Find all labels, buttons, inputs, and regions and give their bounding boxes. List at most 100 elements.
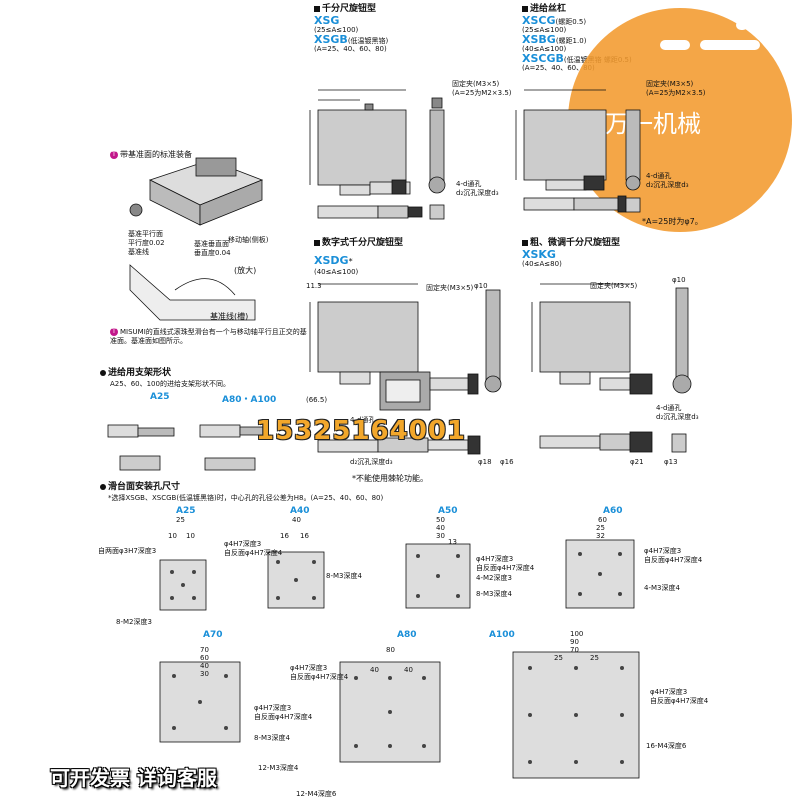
sec4-model: XSKG bbox=[522, 248, 556, 261]
bullet-dot-icon bbox=[100, 483, 106, 490]
sec3-model: XSDG bbox=[314, 254, 349, 267]
panel-a100-dim3: 70 bbox=[570, 646, 579, 654]
panel-a60-callout3: 4-M3深度4 bbox=[644, 584, 680, 592]
panel-a100-dim2: 90 bbox=[570, 638, 579, 646]
panel-a70-callout4: 12-M3深度4 bbox=[258, 764, 299, 772]
mount-note: *选择XSGB、XSCGB(低温镀黑铬)时，中心孔的孔径公差为H8。(A=25、… bbox=[108, 494, 384, 502]
sec2-range2: (40≤A≤100) bbox=[522, 45, 567, 53]
panel-a70-dim3: 40 bbox=[200, 662, 209, 670]
bullet-square-icon bbox=[314, 5, 320, 12]
panel-a25-dim2: 10 bbox=[168, 532, 177, 540]
support-desc: A25、60、100的进给支架形状不同。 bbox=[110, 380, 230, 388]
panel-a25-callout1: 自两面φ3H7深度3 bbox=[98, 547, 157, 555]
sec2-model-xscg: XSCG bbox=[522, 14, 556, 27]
sec4-title-block: 粗、微调千分尺旋钮型 XSKG (40≤A≤80) bbox=[522, 238, 620, 268]
panel-a40-callout1: φ4H7深度3 bbox=[224, 540, 262, 548]
callout-parallelism: 平行度0.02 bbox=[128, 239, 165, 247]
panel-a80-dim2: 40 bbox=[370, 666, 379, 674]
panel-a25-dim3: 10 bbox=[186, 532, 195, 540]
sec4-dim-phi21: φ21 bbox=[630, 458, 644, 466]
sec2-range1: (25≤A≤100) bbox=[522, 26, 567, 34]
sec3-dim-phi10: φ10 bbox=[474, 282, 488, 290]
sec1-xsgb-note: (低温镀黑铬) bbox=[347, 37, 389, 45]
panel-a25-dim: 25 bbox=[176, 516, 185, 524]
sec3-hole-label2: d₂沉孔深度d₃ bbox=[350, 458, 393, 466]
sec1-hole-label2: d₂沉孔深度d₃ bbox=[456, 189, 499, 197]
support-title: 进给用支架形状 bbox=[108, 368, 172, 378]
left-callouts: 基准平行面 平行度0.02 基准线 bbox=[128, 230, 165, 257]
panel-a100-label: A100 bbox=[489, 630, 515, 640]
sec1-model-xsg: XSG bbox=[314, 14, 340, 27]
panel-a25-callout2: 8-M2深度3 bbox=[116, 618, 152, 626]
brand-logo-icon bbox=[568, 8, 792, 232]
callout-parallel-face: 基准平行面 bbox=[128, 230, 163, 238]
footer-invoice: 可开发票 详询客服 bbox=[50, 766, 217, 790]
sec2-hole-label2: d₂沉孔深度d₃ bbox=[646, 181, 689, 189]
sec2-title: 进给丝杠 bbox=[530, 4, 567, 14]
sec1-fix-label: 固定夹(M3×5) bbox=[452, 80, 500, 88]
sec4-title: 粗、微调千分尺旋钮型 bbox=[530, 238, 621, 248]
tip-icon: T bbox=[110, 150, 118, 159]
panel-a60-dim2: 25 bbox=[596, 524, 605, 532]
sec3-title-block: 数字式千分尺旋钮型 XSDG* (40≤A≤100) bbox=[314, 238, 403, 276]
panel-a60-dim: 60 bbox=[598, 516, 607, 524]
sec2-model-xscgb: XSCGB bbox=[522, 52, 564, 65]
sec3-dim-665: (66.5) bbox=[306, 396, 328, 404]
sec3-fix-label: 固定夹(M3×5) bbox=[426, 284, 474, 292]
sec4-hole-label: 4-d通孔 bbox=[656, 404, 682, 412]
panel-a100-callout1: φ4H7深度3 bbox=[650, 688, 688, 696]
sec4-range: (40≤A≤80) bbox=[522, 260, 562, 268]
left-base-line: 基准线(槽) bbox=[210, 312, 249, 321]
panel-a70-dim4: 30 bbox=[200, 670, 209, 678]
left-callouts2: 基准垂直面 垂直度0.04 bbox=[194, 240, 231, 258]
sec2-model-xsbg: XSBG bbox=[522, 33, 556, 46]
panel-a50-callout2: 自反面φ4H7深度4 bbox=[476, 564, 535, 572]
panel-a40-dim: 40 bbox=[292, 516, 301, 524]
panel-a50-dim4: 13 bbox=[448, 538, 457, 546]
brand-name: 万一机械 bbox=[605, 110, 701, 138]
sec3-dim-phi18: φ18 bbox=[478, 458, 492, 466]
brand-logo: 万一机械 bbox=[560, 0, 800, 240]
panel-a40-callout3: 8-M3深度4 bbox=[326, 572, 362, 580]
sec1-title: 千分尺旋钮型 bbox=[322, 4, 377, 14]
sec2-range3: (A=25、40、60、80) bbox=[522, 64, 595, 72]
sec3-range: (40≤A≤100) bbox=[314, 268, 359, 276]
sec3-dim-113: 11.3 bbox=[306, 282, 322, 290]
mount-title: 滑台面安装孔尺寸 bbox=[108, 482, 181, 492]
sec1-range1: (25≤A≤100) bbox=[314, 26, 359, 34]
sec3-hole-label: 4-d通孔 bbox=[350, 416, 376, 424]
sec1-hole-label: 4-d通孔 bbox=[456, 180, 482, 188]
panel-a40-label: A40 bbox=[290, 506, 310, 516]
panel-a70-dim2: 60 bbox=[200, 654, 209, 662]
sec4-dim-phi10: φ10 bbox=[672, 276, 686, 284]
support-a25: A25 bbox=[150, 392, 170, 402]
phone-number: 15325164001 bbox=[256, 416, 466, 446]
sec1-title-block: 千分尺旋钮型 XSG (25≤A≤100) XSGB(低温镀黑铬) (A=25、… bbox=[314, 4, 388, 53]
panel-a60-callout2: 自反面φ4H7深度4 bbox=[644, 556, 703, 564]
sec3-note: *不能使用棘轮功能。 bbox=[352, 474, 428, 483]
sec1-range2: (A=25、40、60、80) bbox=[314, 45, 387, 53]
sec2-xscg-note: (螺距0.5) bbox=[555, 18, 587, 26]
bullet-square-icon bbox=[314, 239, 320, 246]
panel-a100-dim: 100 bbox=[570, 630, 584, 638]
panel-a50-label: A50 bbox=[438, 506, 458, 516]
sec2-fix-label: 固定夹(M3×5) bbox=[646, 80, 694, 88]
sec2-note: *A=25时为φ7。 bbox=[642, 217, 703, 226]
sec3-star: * bbox=[348, 257, 353, 266]
panel-a50-dim3: 30 bbox=[436, 532, 445, 540]
bullet-dot-icon bbox=[100, 369, 106, 376]
panel-a50-callout4: 8-M3深度4 bbox=[476, 590, 512, 598]
sec1-fix-note: (A=25为M2×3.5) bbox=[452, 89, 512, 97]
panel-a25-label: A25 bbox=[176, 506, 196, 516]
panel-a50-dim: 50 bbox=[436, 516, 445, 524]
panel-a100-dim4: 25 bbox=[554, 654, 563, 662]
callout-base-line: 基准线 bbox=[128, 248, 149, 256]
panel-a40-callout2: 自反面φ4H7深度4 bbox=[224, 549, 283, 557]
panel-a40-dim2: 16 bbox=[280, 532, 289, 540]
panel-a80-dim: 80 bbox=[386, 646, 395, 654]
panel-a60-label: A60 bbox=[603, 506, 623, 516]
panel-a50-callout3: 4-M2深度3 bbox=[476, 574, 512, 582]
panel-a80-dim3: 40 bbox=[404, 666, 413, 674]
bullet-square-icon bbox=[522, 239, 528, 246]
